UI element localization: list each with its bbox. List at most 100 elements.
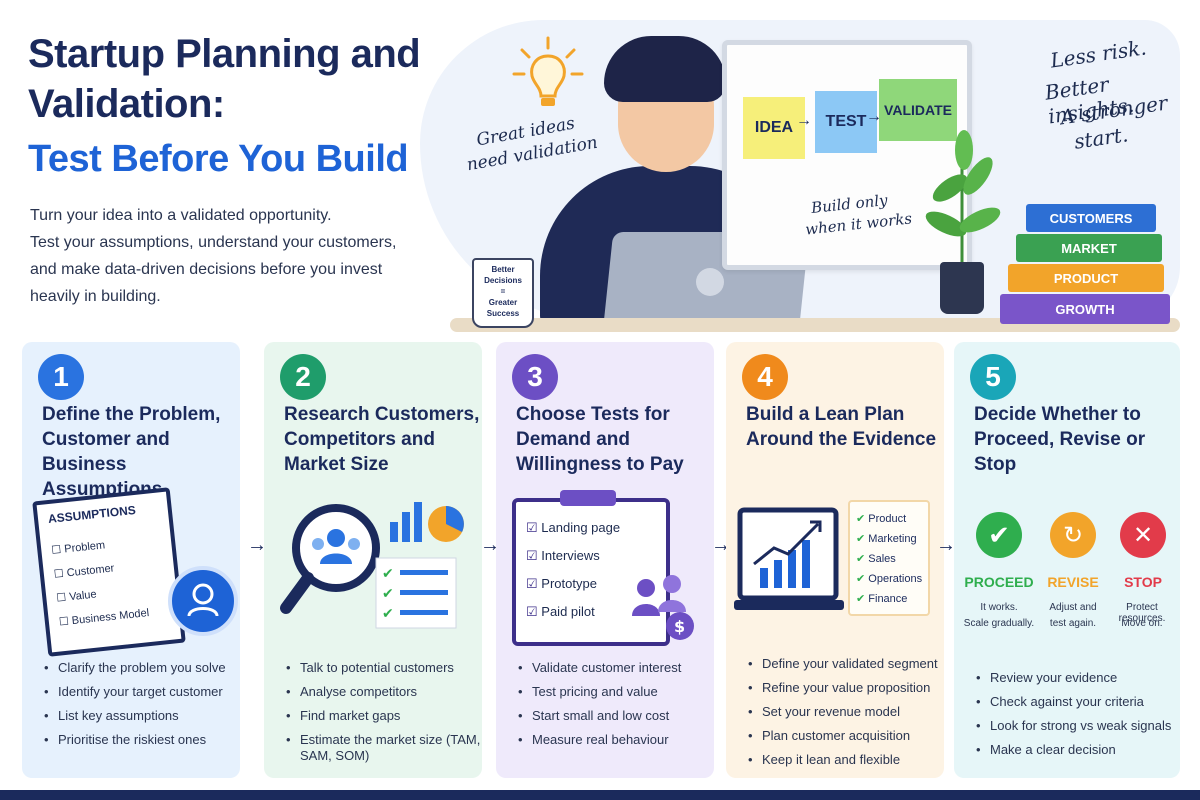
sticky-test: TEST	[815, 91, 877, 153]
test-label: Paid pilot	[541, 604, 595, 619]
bullet-item: Identify your target customer	[44, 684, 240, 700]
step-card-4: 4 Build a Lean Plan Around the Evidence …	[726, 342, 944, 778]
book-product: PRODUCT	[1008, 264, 1164, 292]
step-card-3: 3 Choose Tests for Demand and Willingnes…	[496, 342, 714, 778]
research-visual: ✔ ✔ ✔	[280, 502, 464, 629]
growth-laptop-icon	[734, 507, 844, 610]
bullet-item: Make a clear decision	[976, 742, 1172, 758]
step-number-badge: 5	[970, 354, 1016, 400]
decision-proceed-note-2: Scale gradually.	[963, 618, 1035, 629]
plan-item: ✔ Marketing	[856, 533, 917, 545]
bullet-item: Prioritise the riskiest ones	[44, 732, 240, 748]
test-label: Prototype	[541, 576, 597, 591]
step-number-badge: 2	[280, 354, 326, 400]
mug-text-4: Greater	[488, 298, 518, 307]
mug-text-2: Decisions	[484, 276, 522, 285]
plant-pot	[940, 262, 984, 314]
plan-item: ✔ Sales	[856, 553, 896, 565]
svg-text:$: $	[674, 617, 685, 636]
assumption-item: ☐ Customer	[53, 562, 115, 581]
mug-text-3: =	[500, 287, 506, 296]
check-icon: ✔	[976, 512, 1022, 558]
person-hair	[604, 36, 726, 102]
step-bullets: Talk to potential customers Analyse comp…	[286, 660, 482, 772]
step-title: Decide Whether to Proceed, Revise or Sto…	[974, 404, 1146, 475]
book-growth: GROWTH	[1000, 294, 1170, 324]
bullet-item: Refine your value proposition	[748, 680, 944, 696]
intro-line-3: and make data-driven decisions before yo…	[30, 261, 383, 278]
test-clipboard: ☑ Landing page ☑ Interviews ☑ Prototype …	[512, 490, 670, 646]
bullet-item: Define your validated segment	[748, 656, 944, 672]
arrow-icon: →	[796, 112, 812, 129]
book-customers: CUSTOMERS	[1026, 204, 1156, 232]
bullet-item: Review your evidence	[976, 670, 1172, 686]
test-item: ☑ Interviews	[526, 548, 600, 563]
coffee-mug: Better Decisions = Greater Success	[472, 258, 534, 328]
plan-label: Finance	[868, 593, 908, 605]
bullet-item: Test pricing and value	[518, 684, 714, 700]
arrow-icon: →	[936, 534, 956, 556]
arrow-icon: →	[480, 534, 500, 556]
intro-line-4: heavily in building.	[30, 288, 161, 305]
arrow-icon: →	[247, 534, 267, 556]
whiteboard: IDEA TEST VALIDATE Build only when it wo…	[722, 40, 972, 270]
plan-item: ✔ Product	[856, 513, 907, 525]
decision-proceed-label: PROCEED	[964, 574, 1034, 590]
assumption-label: Value	[68, 588, 98, 604]
desk	[450, 318, 1180, 332]
clipboard-clip	[560, 490, 616, 506]
plan-checklist: ✔ Product ✔ Marketing ✔ Sales ✔ Operatio…	[848, 500, 930, 616]
sticky-validate: VALIDATE	[879, 79, 957, 141]
mug-text-5: Success	[486, 309, 520, 318]
decision-proceed-note-1: It works.	[980, 602, 1018, 613]
bullet-item: Look for strong vs weak signals	[976, 718, 1172, 734]
page-subtitle: Test Before You Build	[28, 138, 409, 180]
step-bullets: Review your evidence Check against your …	[976, 670, 1172, 766]
bullet-item: Start small and low cost	[518, 708, 714, 724]
laptop-logo-icon	[696, 268, 724, 296]
test-item: ☑ Paid pilot	[526, 604, 595, 619]
decision-stop-note-2: Move on.	[1121, 618, 1163, 629]
bullet-item: List key assumptions	[44, 708, 240, 724]
svg-text:✔: ✔	[382, 586, 394, 602]
step-bullets: Clarify the problem you solve Identify y…	[44, 660, 240, 756]
bullet-item: Keep it lean and flexible	[748, 752, 944, 768]
test-label: Interviews	[541, 548, 600, 563]
step-bullets: Validate customer interest Test pricing …	[518, 660, 714, 756]
intro-line-2: Test your assumptions, understand your c…	[30, 234, 397, 251]
decision-revise-note-1: Adjust and	[1049, 602, 1097, 613]
step-number-badge: 1	[38, 354, 84, 400]
step-title: Define the Problem, Customer and Busines…	[42, 404, 221, 500]
lightbulb-icon	[512, 36, 584, 106]
bullet-item: Analyse competitors	[286, 684, 482, 700]
test-item: ☑ Landing page	[526, 520, 621, 535]
mug-text-1: Better	[491, 265, 515, 274]
test-label: Landing page	[541, 520, 621, 535]
step-title: Choose Tests for Demand and Willingness …	[516, 404, 684, 475]
svg-text:✔: ✔	[382, 566, 394, 582]
assumption-label: Problem	[63, 539, 106, 556]
book-market: MARKET	[1016, 234, 1162, 262]
plan-label: Product	[868, 513, 907, 525]
assumption-label: Business Model	[71, 607, 150, 628]
page-title-line-2: Validation:	[28, 82, 225, 126]
assumption-item: ☐ Problem	[50, 539, 106, 557]
user-profile-icon	[168, 566, 238, 636]
bullet-item: Talk to potential customers	[286, 660, 482, 676]
test-item: ☑ Prototype	[526, 576, 597, 591]
step-title: Build a Lean Plan Around the Evidence	[746, 404, 937, 450]
step-number-badge: 3	[512, 354, 558, 400]
plant-icon	[925, 130, 1001, 268]
bullet-item: Clarify the problem you solve	[44, 660, 240, 676]
step-bullets: Define your validated segment Refine you…	[748, 656, 944, 776]
step-title: Research Customers, Competitors and Mark…	[284, 404, 480, 475]
refresh-icon: ↻	[1050, 512, 1096, 558]
bullet-item: Validate customer interest	[518, 660, 714, 676]
assumption-item: ☐ Business Model	[58, 607, 150, 629]
bullet-item: Plan customer acquisition	[748, 728, 944, 744]
page-title-line-1: Startup Planning and	[28, 32, 421, 76]
decision-revise-note-2: test again.	[1049, 618, 1097, 629]
step-number-badge: 4	[742, 354, 788, 400]
customers-money-icon: $	[632, 575, 694, 640]
bullet-item: Estimate the market size (TAM, SAM, SOM)	[286, 732, 482, 764]
